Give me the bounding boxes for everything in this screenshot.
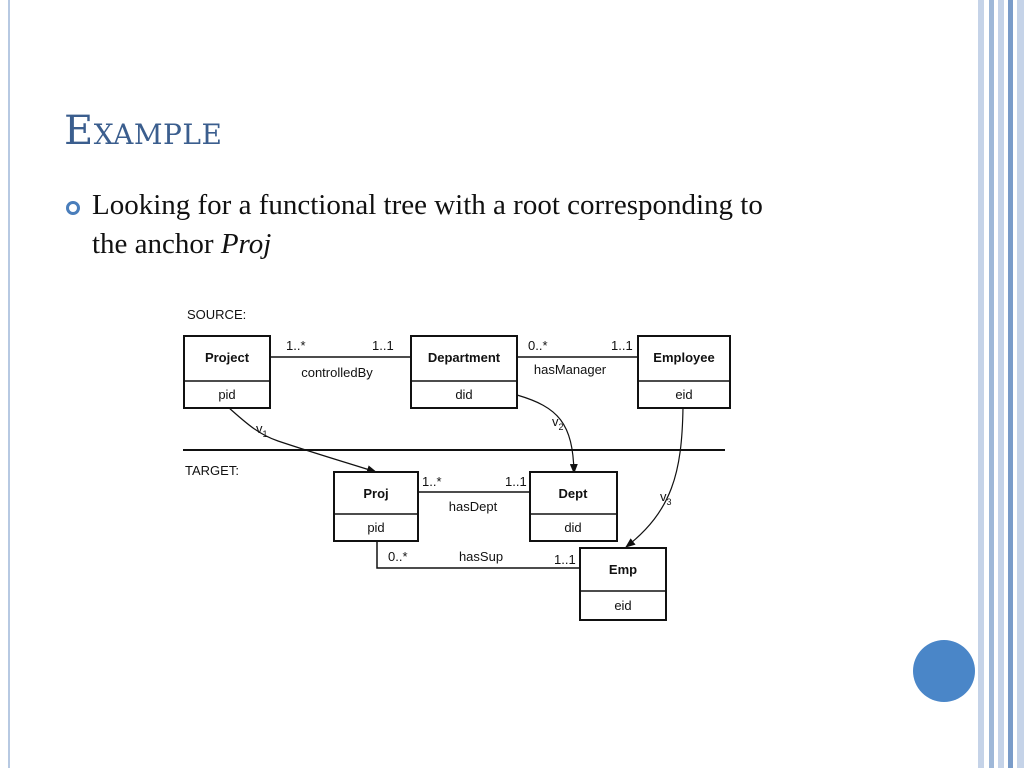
relationship-line-hasSup [376,541,580,569]
stripe [1017,0,1024,768]
right-decorative-stripes [976,0,1024,768]
entity-name: Employee [653,350,714,365]
entity-emp: Emp eid [579,547,667,621]
relationship-label: hasManager [534,362,607,377]
entity-name: Dept [559,486,589,501]
entity-box [529,471,618,542]
entity-attribute: eid [675,387,692,402]
cardinality-label: 1..1 [611,338,633,353]
mapping-label-v2: v2 [552,414,564,432]
mapping-label-v1: v1 [256,421,268,439]
stripe [1008,0,1013,768]
entity-name: Department [428,350,501,365]
entity-attribute: did [564,520,581,535]
entity-name: Emp [609,562,637,577]
relationship-label: controlledBy [301,365,373,380]
mapping-subscript: 3 [667,497,672,507]
entity-dept: Dept did [529,471,618,542]
bullet-text-emphasis: Proj [220,228,272,260]
cardinality-label: 1..* [286,338,306,353]
relationship-label: hasDept [449,499,498,514]
entity-proj: Proj pid [333,471,419,542]
target-label: TARGET: [185,463,239,478]
stripe [989,0,994,768]
entity-attribute: did [455,387,472,402]
mapping-letter: v [256,421,263,436]
entity-box [183,335,271,409]
source-label: SOURCE: [187,307,246,322]
mapping-letter: v [552,414,559,429]
left-border-line [8,0,10,768]
entity-attribute: pid [218,387,235,402]
entity-box [637,335,731,409]
cardinality-label: 1..* [422,474,442,489]
entity-box [579,547,667,621]
entity-name: Project [205,350,250,365]
entity-employee: Employee eid [637,335,731,409]
cardinality-label: 1..1 [505,474,527,489]
bullet-text: Looking for a functional tree with a roo… [92,186,792,264]
entity-attribute: pid [367,520,384,535]
entity-department: Department did [410,335,518,409]
cardinality-label: 1..1 [554,552,576,567]
entity-name: Proj [363,486,388,501]
stripe [998,0,1004,768]
bullet-text-main: Looking for a functional tree with a roo… [92,189,763,260]
mapping-arrow-v1 [227,406,377,474]
schema-mapping-diagram: SOURCE: TARGET: Project pid Department d… [183,307,731,621]
cardinality-label: 0..* [528,338,548,353]
mapping-letter: v [660,489,667,504]
entity-project: Project pid [183,335,271,409]
mapping-label-v3: v3 [660,489,672,507]
entity-box [333,471,419,542]
relationship-label: hasSup [459,549,503,564]
mapping-arrow-v3 [625,406,684,548]
mapping-subscript: 2 [559,422,564,432]
entity-attribute: eid [614,598,631,613]
mapping-subscript: 1 [263,429,268,439]
stripe [978,0,984,768]
decorative-circle [913,640,975,702]
slide-title: Example [64,108,223,154]
entity-box [410,335,518,409]
bullet-icon [66,201,80,215]
cardinality-label: 0..* [388,549,408,564]
mapping-arrow-v2 [516,394,578,474]
cardinality-label: 1..1 [372,338,394,353]
